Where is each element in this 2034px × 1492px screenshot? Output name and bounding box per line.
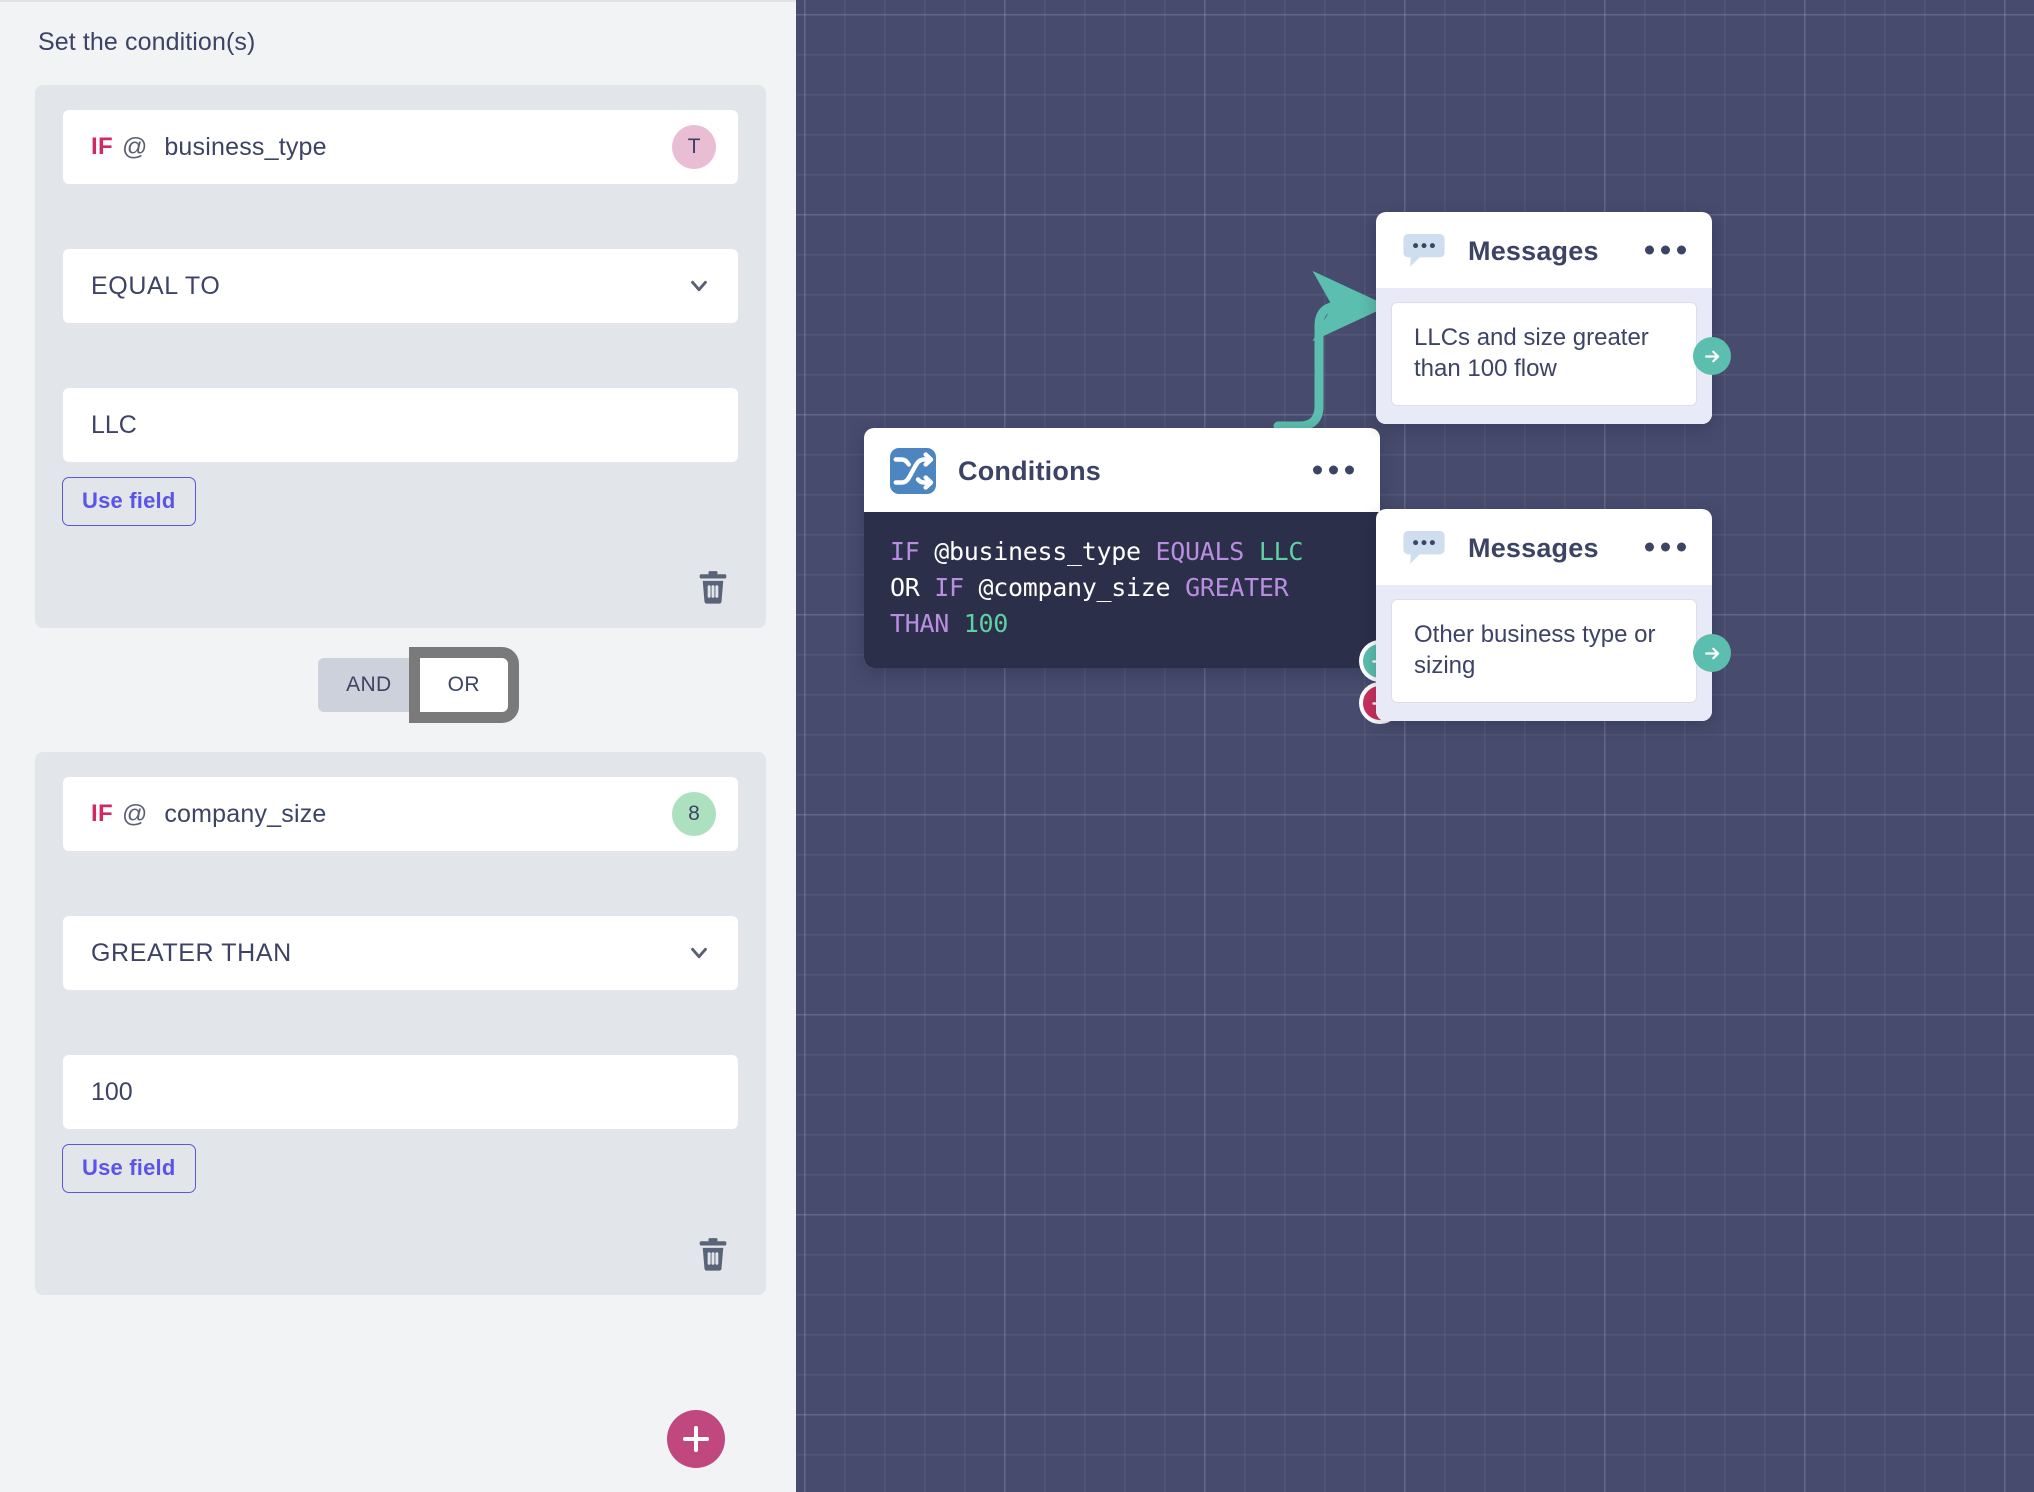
code-line-3: THAN 100 [890, 606, 1354, 642]
code-token: OR [890, 573, 935, 602]
value-text-1: LLC [91, 410, 137, 439]
if-keyword-2: IF [91, 800, 113, 827]
operator-label-1: EQUAL TO [91, 271, 221, 300]
at-symbol-2: @ [121, 799, 148, 828]
code-token: 100 [963, 609, 1009, 638]
messages-node-1-body: LLCs and size greater than 100 flow [1376, 288, 1731, 424]
condition-block-1: IF @ business_type T EQUAL TO LLC Use fi… [35, 85, 766, 628]
ellipsis-icon[interactable] [1313, 465, 1354, 475]
variable-name-2: company_size [164, 799, 327, 828]
condition-actions-2 [62, 1237, 739, 1273]
chevron-down-icon [688, 942, 710, 964]
ellipsis-icon[interactable] [1645, 245, 1686, 255]
trash-icon[interactable] [697, 570, 729, 606]
logic-operator-toggle: AND OR [0, 647, 796, 724]
variable-name-1: business_type [164, 132, 327, 161]
code-token: IF [890, 537, 935, 566]
use-field-button-2[interactable]: Use field [62, 1144, 196, 1193]
code-token: @business_type [934, 537, 1156, 566]
messages-node-2-header[interactable]: Messages [1376, 509, 1712, 585]
logic-or-button[interactable]: OR [408, 647, 519, 723]
edge-true [1273, 270, 1389, 431]
code-token: LLC [1258, 537, 1304, 566]
messages-node-2-title: Messages [1468, 532, 1599, 563]
operator-label-2: GREATER THAN [91, 938, 292, 967]
speech-bubble-icon [1402, 529, 1446, 567]
trash-icon[interactable] [697, 1237, 729, 1273]
message-text-2[interactable]: Other business type or sizing [1391, 599, 1697, 703]
messages-node-2-body: Other business type or sizing [1376, 585, 1731, 721]
messages-node-1[interactable]: Messages LLCs and size greater than 100 … [1376, 212, 1731, 424]
ellipsis-icon[interactable] [1645, 542, 1686, 552]
add-condition-button[interactable] [667, 1410, 725, 1468]
conditions-editor-panel: Set the condition(s) IF @ business_type … [0, 0, 796, 1492]
messages-node-2[interactable]: Messages Other business type or sizing [1376, 509, 1731, 721]
condition-actions-1 [62, 570, 739, 606]
logic-and-button[interactable]: AND [318, 658, 420, 712]
operator-select-2[interactable]: GREATER THAN [62, 915, 739, 991]
if-keyword-1: IF [91, 133, 113, 160]
condition-block-2: IF @ company_size 8 GREATER THAN 100 Use… [35, 752, 766, 1295]
messages-node-1-title: Messages [1468, 235, 1599, 266]
code-line-1: IF @business_type EQUALS LLC [890, 534, 1354, 570]
condition-variable-field-1[interactable]: IF @ business_type T [62, 109, 739, 185]
plus-icon-vertical [693, 1426, 699, 1452]
chevron-down-icon [688, 275, 710, 297]
condition-value-input-1[interactable]: LLC [62, 387, 739, 463]
code-token: IF [934, 573, 979, 602]
messages-node-2-output-port[interactable] [1693, 634, 1731, 672]
at-symbol-1: @ [121, 132, 148, 161]
condition-value-input-2[interactable]: 100 [62, 1054, 739, 1130]
code-token: GREATER [1185, 573, 1289, 602]
messages-node-1-output-port[interactable] [1693, 337, 1731, 375]
condition-variable-field-2[interactable]: IF @ company_size 8 [62, 776, 739, 852]
code-token: @company_size [978, 573, 1186, 602]
variable-type-badge-1: T [672, 125, 716, 169]
code-line-2: OR IF @company_size GREATER [890, 570, 1354, 606]
code-token: THAN [890, 609, 964, 638]
operator-select-1[interactable]: EQUAL TO [62, 248, 739, 324]
conditions-node-header[interactable]: Conditions [864, 428, 1380, 512]
shuffle-icon [890, 448, 936, 494]
page-title: Set the condition(s) [38, 28, 256, 56]
use-field-button-1[interactable]: Use field [62, 477, 196, 526]
messages-node-1-header[interactable]: Messages [1376, 212, 1712, 288]
message-text-1[interactable]: LLCs and size greater than 100 flow [1391, 302, 1697, 406]
speech-bubble-icon [1402, 232, 1446, 270]
conditions-node-title: Conditions [958, 455, 1101, 486]
value-text-2: 100 [91, 1077, 133, 1106]
variable-type-badge-2: 8 [672, 792, 716, 836]
code-token: EQUALS [1155, 537, 1259, 566]
